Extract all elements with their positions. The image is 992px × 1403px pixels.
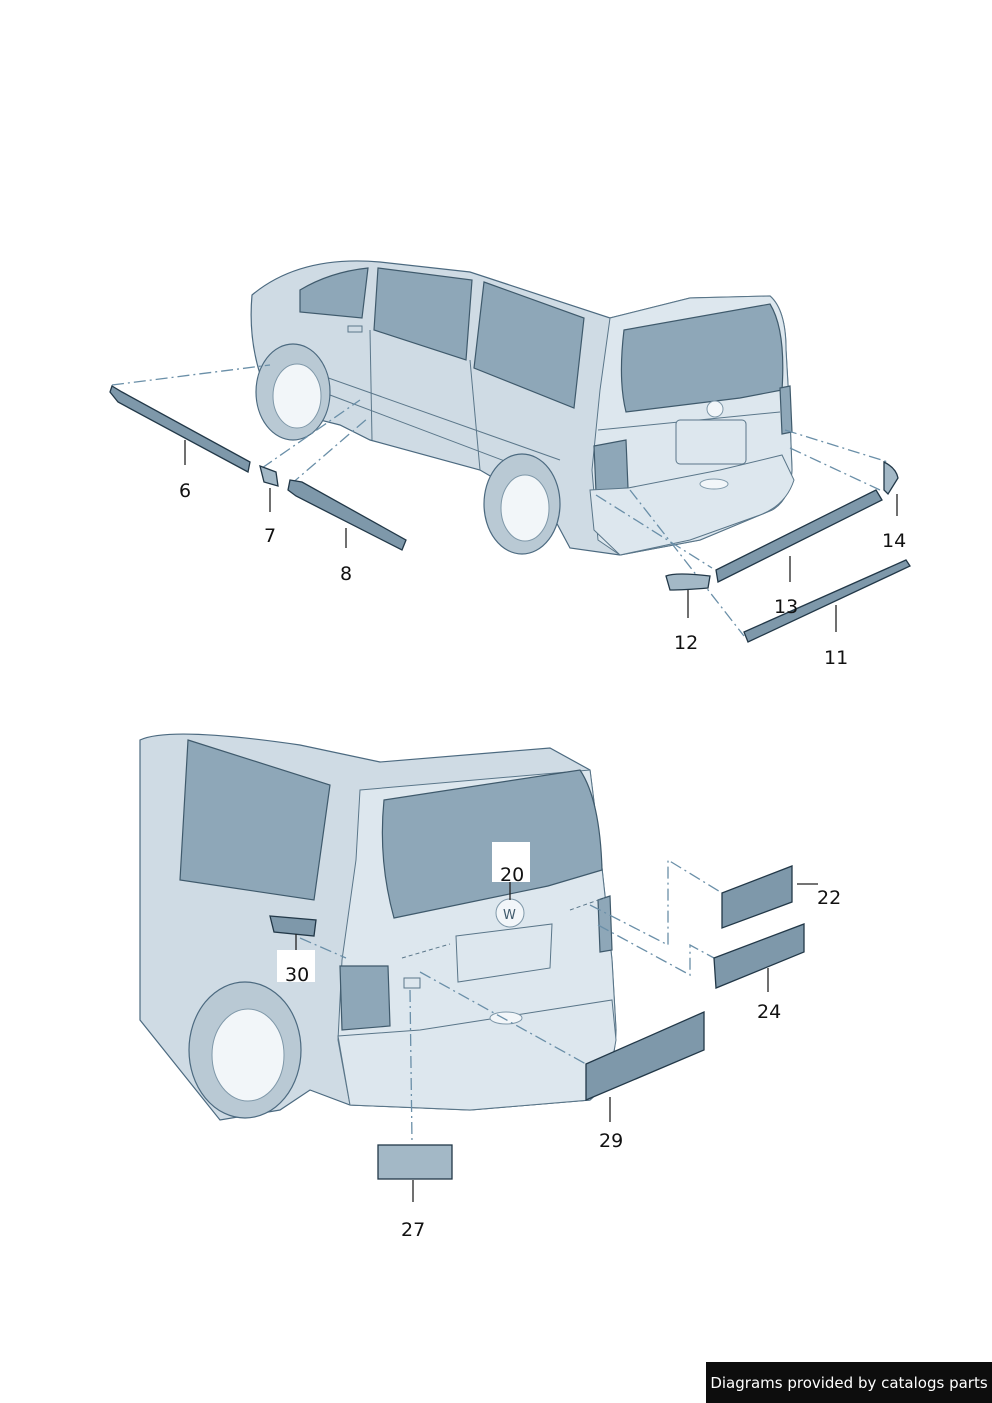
part-7 — [259, 464, 279, 487]
callout-12: 12 — [674, 632, 698, 654]
callout-29: 29 — [599, 1130, 623, 1152]
handle-part-30 — [269, 915, 317, 937]
part-11 — [743, 559, 911, 643]
callout-7: 7 — [264, 525, 276, 547]
part-24 — [713, 923, 805, 989]
callout-22: 22 — [817, 887, 841, 909]
part-22 — [721, 865, 793, 929]
top-leaders — [184, 440, 898, 632]
part-12 — [665, 573, 711, 591]
callout-13: 13 — [774, 596, 798, 618]
callout-20: 20 — [500, 864, 524, 886]
part-14 — [883, 460, 899, 496]
van-rear-view: W — [139, 733, 617, 1121]
callout-24: 24 — [757, 1001, 781, 1023]
callout-8: 8 — [340, 563, 352, 585]
part-29 — [585, 1011, 705, 1101]
part-6 — [109, 385, 251, 473]
top-dash-lines — [111, 364, 889, 637]
bottom-parts — [377, 865, 805, 1180]
footer-credit: Diagrams provided by catalogs parts — [706, 1362, 992, 1403]
callout-6: 6 — [179, 480, 191, 502]
top-callouts: 6 7 8 11 12 13 14 — [179, 480, 906, 669]
callout-14: 14 — [882, 530, 906, 552]
callout-11: 11 — [824, 647, 848, 669]
part-8 — [287, 479, 407, 551]
bottom-callouts: 20 22 24 27 29 30 — [285, 864, 841, 1241]
van-side-view — [250, 260, 795, 556]
bottom-dash-lines — [299, 858, 723, 1143]
part-13 — [715, 489, 883, 583]
callout-27: 27 — [401, 1219, 425, 1241]
callout-30: 30 — [285, 964, 309, 986]
top-parts — [109, 385, 911, 643]
part-27 — [377, 1144, 453, 1180]
bottom-leaders — [295, 882, 818, 1202]
svg-text:W: W — [503, 908, 516, 923]
